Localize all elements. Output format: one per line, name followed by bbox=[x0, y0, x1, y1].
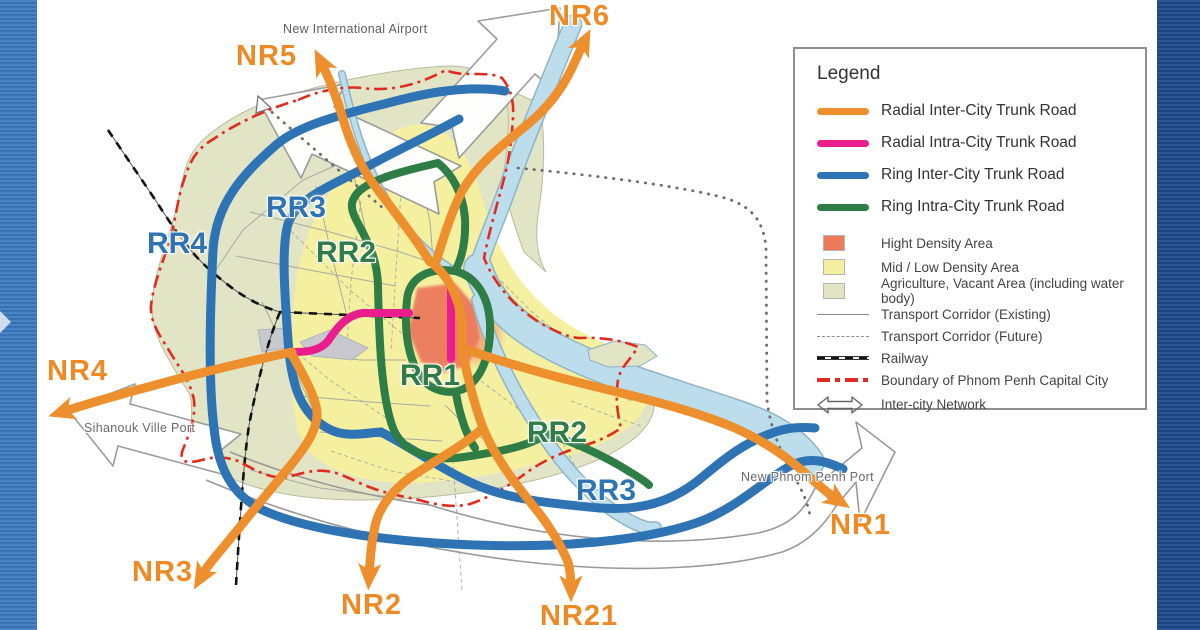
legend-label: Boundary of Phnom Penh Capital City bbox=[881, 372, 1109, 388]
high-density-swatch bbox=[823, 235, 845, 251]
nr3-road bbox=[193, 348, 322, 590]
radial-intercity-roads bbox=[48, 29, 850, 603]
rr4-road bbox=[205, 84, 848, 551]
legend-title: Legend bbox=[817, 63, 881, 84]
label-nr2: NR2 bbox=[341, 589, 403, 621]
agriculture-swatch bbox=[823, 283, 845, 299]
legend-label: Mid / Low Density Area bbox=[881, 259, 1020, 275]
pink-road-west bbox=[290, 309, 413, 356]
future-corridor-arrowhead-icon bbox=[255, 94, 273, 114]
nr21-road bbox=[457, 345, 583, 603]
legend-row-corridor-existing: Transport Corridor (Existing) bbox=[817, 303, 1129, 325]
legend-row-agriculture: Agriculture, Vacant Area (including wate… bbox=[817, 276, 1129, 306]
radial-intracity-swatch bbox=[817, 139, 869, 147]
rr2-road-east bbox=[434, 159, 470, 275]
nr4-road bbox=[48, 347, 297, 420]
city-boundary bbox=[149, 68, 640, 508]
label-new-phnom-penh-port: New Phnom Penh Port bbox=[741, 470, 874, 484]
ring-intercity-roads bbox=[205, 84, 848, 551]
legend-label: Agriculture, Vacant Area (including wate… bbox=[881, 276, 1124, 306]
boundary-swatch bbox=[817, 378, 869, 382]
corridor-future-swatch bbox=[817, 335, 869, 337]
slide-right-border bbox=[1157, 0, 1200, 630]
slide-left-border bbox=[0, 0, 37, 630]
ring-intracity-roads bbox=[347, 159, 653, 489]
rr1-road bbox=[401, 266, 495, 396]
port-arrow-tail-lower bbox=[205, 479, 837, 570]
label-nr4: NR4 bbox=[47, 355, 109, 387]
label-rr3-nw: RR3 bbox=[266, 191, 327, 224]
label-rr1: RR1 bbox=[400, 359, 461, 392]
label-nr1: NR1 bbox=[830, 509, 892, 541]
legend-label: Inter-city Network bbox=[881, 397, 987, 412]
nr1-road bbox=[457, 343, 850, 508]
legend-row-ring-intercity: Ring Inter-City Trunk Road bbox=[817, 159, 1129, 191]
legend-label: Radial Inter-City Trunk Road bbox=[881, 102, 1077, 119]
nr2-road bbox=[358, 423, 488, 591]
legend-row-railway: Railway bbox=[817, 347, 1129, 369]
label-rr4: RR4 bbox=[147, 227, 208, 260]
label-rr3-se: RR3 bbox=[576, 474, 637, 507]
label-sihanouk-ville-port: Sihanouk Ville Port bbox=[84, 421, 196, 435]
legend-label: Transport Corridor (Existing) bbox=[881, 306, 1051, 322]
label-nr3: NR3 bbox=[132, 556, 194, 588]
nr5-road bbox=[314, 49, 435, 267]
orange-trunk-center bbox=[430, 261, 467, 355]
radial-intercity-swatch bbox=[817, 107, 869, 115]
legend-label: Radial Intra-City Trunk Road bbox=[881, 134, 1077, 151]
rr2-road-link bbox=[452, 390, 479, 452]
legend-row-corridor-future: Transport Corridor (Future) bbox=[817, 325, 1129, 347]
mid-low-density-swatch bbox=[823, 259, 845, 275]
legend-row-intercity-network: Inter-city Network bbox=[817, 391, 1129, 418]
future-corridors bbox=[264, 105, 812, 518]
legend-label: Transport Corridor (Future) bbox=[881, 328, 1043, 344]
railway-swatch bbox=[817, 356, 869, 360]
label-new-international-airport: New International Airport bbox=[283, 22, 428, 36]
label-rr2-nw: RR2 bbox=[316, 236, 377, 269]
chevron-right-icon bbox=[0, 311, 11, 333]
rr2-road-west bbox=[347, 159, 653, 489]
legend-label: Ring Intra-City Trunk Road bbox=[881, 198, 1065, 215]
label-rr2-se: RR2 bbox=[527, 416, 588, 449]
legend-row-high-density: Hight Density Area bbox=[817, 231, 1129, 255]
legend-row-mid-low-density: Mid / Low Density Area bbox=[817, 255, 1129, 279]
legend-row-radial-intracity: Radial Intra-City Trunk Road bbox=[817, 127, 1129, 159]
label-nr6: NR6 bbox=[549, 0, 611, 32]
rr3-road bbox=[279, 114, 820, 514]
intercity-network-arrow-icon bbox=[817, 395, 863, 414]
legend-row-ring-intracity: Ring Intra-City Trunk Road bbox=[817, 191, 1129, 223]
label-nr5: NR5 bbox=[236, 40, 298, 72]
label-nr21: NR21 bbox=[540, 600, 619, 630]
legend-label: Ring Inter-City Trunk Road bbox=[881, 166, 1065, 183]
right-bar-texture bbox=[1157, 0, 1200, 630]
radial-intracity-roads bbox=[290, 282, 455, 363]
nr6-road bbox=[430, 29, 591, 270]
legend-row-radial-intercity: Radial Inter-City Trunk Road bbox=[817, 95, 1129, 127]
ring-intercity-swatch bbox=[817, 171, 869, 179]
legend-row-boundary: Boundary of Phnom Penh Capital City bbox=[817, 369, 1129, 391]
corridor-existing-swatch bbox=[817, 313, 869, 315]
legend-label: Hight Density Area bbox=[881, 235, 993, 251]
ring-intracity-swatch bbox=[817, 203, 869, 211]
legend-panel: Legend Radial Inter-City Trunk Road Radi… bbox=[793, 47, 1147, 414]
legend-label: Railway bbox=[881, 350, 929, 366]
